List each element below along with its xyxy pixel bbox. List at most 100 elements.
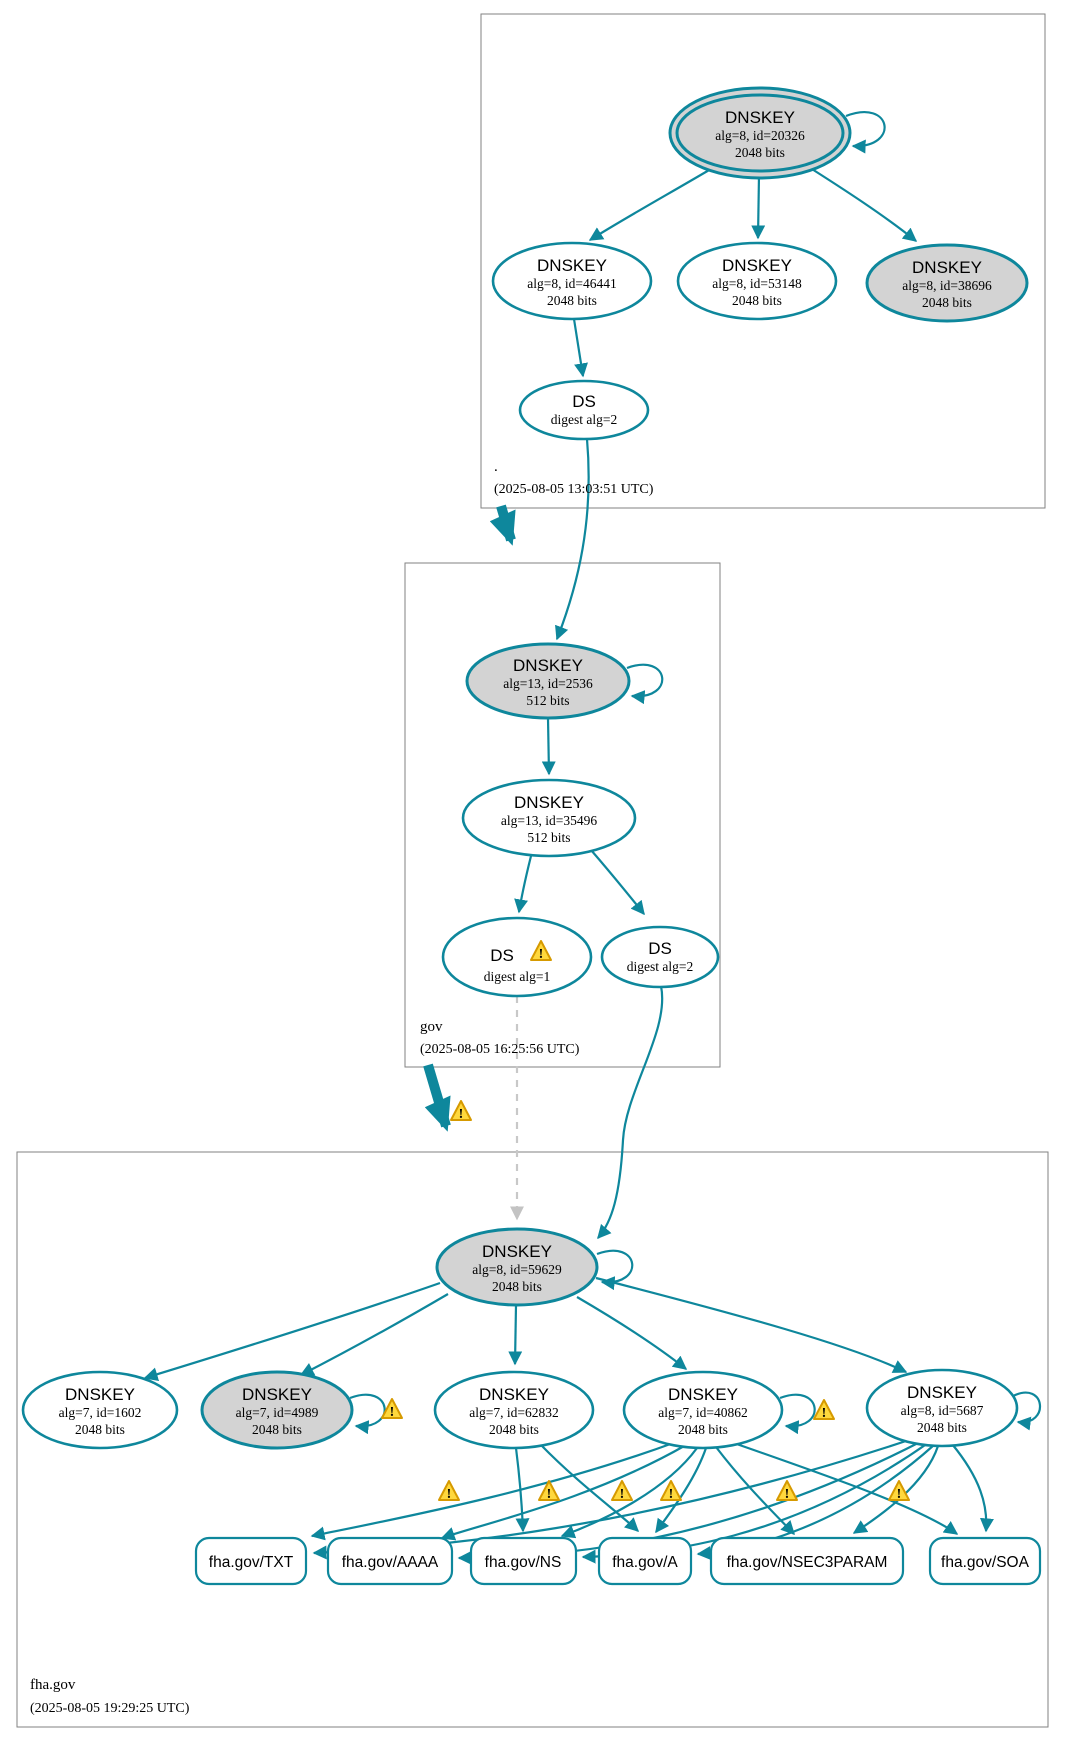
warning-icon: [813, 1399, 835, 1422]
rrset-node-fha-gov-aaaa[interactable]: fha.gov/AAAA: [326, 1536, 454, 1586]
svg-text:fha.gov/TXT: fha.gov/TXT: [209, 1554, 294, 1571]
svg-text:digest alg=1: digest alg=1: [484, 969, 550, 984]
edge-dnskey40862-to-rrset-txt: [310, 1440, 677, 1541]
svg-text:fha.gov/AAAA: fha.gov/AAAA: [342, 1554, 439, 1571]
svg-text:alg=8, id=38696: alg=8, id=38696: [902, 278, 992, 293]
root-zsk-dnskey-node-53148[interactable]: DNSKEY alg=8, id=53148 2048 bits: [676, 241, 838, 321]
svg-text:2048 bits: 2048 bits: [492, 1279, 542, 1294]
fha-dnskey-node-5687[interactable]: DNSKEY alg=8, id=5687 2048 bits: [865, 1368, 1019, 1448]
edge-dnskey40862-to-rrset-a: [655, 1447, 708, 1534]
gov-ksk-dnskey-node-2536[interactable]: DNSKEY alg=13, id=2536 512 bits: [465, 642, 631, 720]
svg-text:digest alg=2: digest alg=2: [551, 412, 617, 427]
fha-dnskey-node-1602[interactable]: DNSKEY alg=7, id=1602 2048 bits: [21, 1370, 179, 1450]
svg-text:alg=8, id=46441: alg=8, id=46441: [527, 276, 616, 291]
svg-text:DS: DS: [648, 939, 672, 958]
edge-dnskey2536-to-dnskey35496: [541, 717, 556, 776]
svg-text:alg=8, id=20326: alg=8, id=20326: [715, 128, 805, 143]
svg-text:DNSKEY: DNSKEY: [479, 1385, 549, 1404]
svg-text:DS: DS: [572, 392, 596, 411]
svg-text:digest alg=2: digest alg=2: [627, 959, 693, 974]
svg-text:2048 bits: 2048 bits: [489, 1422, 539, 1437]
svg-text:DNSKEY: DNSKEY: [242, 1385, 312, 1404]
svg-text:alg=8, id=53148: alg=8, id=53148: [712, 276, 802, 291]
svg-text:fha.gov/NSEC3PARAM: fha.gov/NSEC3PARAM: [727, 1554, 888, 1571]
svg-text:DNSKEY: DNSKEY: [907, 1383, 977, 1402]
gov-ds1-node[interactable]: DS digest alg=1: [441, 916, 593, 998]
zone-label-root: .: [494, 459, 498, 475]
svg-text:512 bits: 512 bits: [526, 693, 569, 708]
rrset-node-fha-gov-txt[interactable]: fha.gov/TXT: [194, 1536, 308, 1586]
edge-dnskey20326-to-dnskey53148: [751, 174, 766, 240]
svg-text:DNSKEY: DNSKEY: [912, 258, 982, 277]
edge-dnskey62832-to-rrset-ns: [514, 1447, 530, 1533]
edge-dnskey35496-to-ds2: [590, 849, 645, 916]
fha-dnskey-node-62832[interactable]: DNSKEY alg=7, id=62832 2048 bits: [433, 1370, 595, 1450]
self-loop-dnskey-20326: [845, 110, 886, 154]
rrset-node-fha-gov-soa[interactable]: fha.gov/SOA: [928, 1536, 1042, 1586]
svg-text:2048 bits: 2048 bits: [917, 1420, 967, 1435]
svg-text:2048 bits: 2048 bits: [75, 1422, 125, 1437]
edge-dnskey20326-to-dnskey38696: [803, 163, 918, 242]
edge-gov-ds2-to-dnskey59629: [597, 985, 664, 1240]
svg-text:DNSKEY: DNSKEY: [65, 1385, 135, 1404]
svg-text:2048 bits: 2048 bits: [252, 1422, 302, 1437]
gov-ds2-node[interactable]: DS digest alg=2: [600, 925, 720, 989]
zone-label-fha-gov: fha.gov: [30, 1677, 76, 1693]
root-ksk-dnskey-node-20326[interactable]: DNSKEY alg=8, id=20326 2048 bits: [668, 86, 852, 180]
svg-text:2048 bits: 2048 bits: [547, 293, 597, 308]
zone-timestamp-fha-gov: (2025-08-05 19:29:25 UTC): [30, 1701, 190, 1716]
svg-text:alg=8, id=59629: alg=8, id=59629: [472, 1262, 562, 1277]
edge-dnskey35496-to-ds1: [514, 855, 533, 914]
rrset-node-fha-gov-a[interactable]: fha.gov/A: [597, 1536, 693, 1586]
rrset-node-fha-gov-ns[interactable]: fha.gov/NS: [469, 1536, 578, 1586]
svg-text:DNSKEY: DNSKEY: [513, 656, 583, 675]
svg-text:2048 bits: 2048 bits: [678, 1422, 728, 1437]
edge-dnskey46441-to-ds: [572, 318, 588, 378]
delegation-arrow-gov-to-fha-gov: [423, 1063, 451, 1132]
edge-dnskey59629-to-dnskey40862: [576, 1296, 688, 1370]
edge-root-ds-to-gov-dnskey2536: [555, 438, 590, 641]
svg-text:DNSKEY: DNSKEY: [482, 1242, 552, 1261]
root-dnskey-node-38696[interactable]: DNSKEY alg=8, id=38696 2048 bits: [865, 243, 1029, 323]
rrset-node-fha-gov-nsec3param[interactable]: fha.gov/NSEC3PARAM: [709, 1536, 905, 1586]
edge-dnskey40862-to-rrset-nsec3param: [715, 1446, 795, 1536]
svg-text:512 bits: 512 bits: [527, 830, 570, 845]
root-ds-node[interactable]: DS digest alg=2: [518, 379, 650, 441]
warning-icon: [438, 1480, 460, 1503]
edge-dnskey5687-to-rrset-soa: [951, 1443, 994, 1533]
edge-dnskey62832-to-rrset-a: [539, 1443, 640, 1532]
fha-dnskey-node-40862[interactable]: DNSKEY alg=7, id=40862 2048 bits: [622, 1370, 784, 1450]
svg-text:DS: DS: [490, 946, 514, 965]
svg-text:DNSKEY: DNSKEY: [725, 108, 795, 127]
svg-text:alg=7, id=1602: alg=7, id=1602: [59, 1405, 142, 1420]
self-loop-dnskey-40862: [779, 1393, 816, 1435]
svg-text:2048 bits: 2048 bits: [732, 293, 782, 308]
zone-label-gov: gov: [420, 1019, 443, 1035]
root-zsk-dnskey-node-46441[interactable]: DNSKEY alg=8, id=46441 2048 bits: [491, 241, 653, 321]
edge-dnskey59629-to-dnskey4989: [299, 1293, 449, 1376]
fha-ksk-dnskey-node-59629[interactable]: DNSKEY alg=8, id=59629 2048 bits: [435, 1227, 599, 1307]
svg-text:DNSKEY: DNSKEY: [722, 256, 792, 275]
edge-dnskey59629-to-dnskey5687: [595, 1276, 908, 1373]
svg-text:alg=13, id=35496: alg=13, id=35496: [501, 813, 597, 828]
self-loop-dnskey-4989: [349, 1393, 386, 1435]
self-loop-dnskey-5687: [1012, 1391, 1042, 1431]
svg-text:fha.gov/SOA: fha.gov/SOA: [941, 1554, 1030, 1571]
svg-text:fha.gov/NS: fha.gov/NS: [485, 1554, 562, 1571]
svg-text:alg=8, id=5687: alg=8, id=5687: [901, 1403, 984, 1418]
warning-icon: [660, 1480, 682, 1503]
zone-box-gov: [404, 562, 721, 1068]
warning-icon: [611, 1480, 633, 1503]
warning-icon: [450, 1100, 472, 1123]
delegation-arrow-root-to-gov: [489, 504, 516, 546]
fha-dnskey-node-4989[interactable]: DNSKEY alg=7, id=4989 2048 bits: [200, 1370, 354, 1450]
self-loop-dnskey-59629: [596, 1249, 634, 1291]
svg-text:DNSKEY: DNSKEY: [514, 793, 584, 812]
zone-box-fha-gov: [16, 1151, 1049, 1728]
edge-dnskey59629-to-dnskey62832: [508, 1304, 523, 1366]
svg-text:DNSKEY: DNSKEY: [668, 1385, 738, 1404]
gov-zsk-dnskey-node-35496[interactable]: DNSKEY alg=13, id=35496 512 bits: [461, 778, 637, 858]
edge-dnskey40862-to-rrset-ns: [560, 1447, 698, 1539]
svg-text:alg=7, id=40862: alg=7, id=40862: [658, 1405, 747, 1420]
